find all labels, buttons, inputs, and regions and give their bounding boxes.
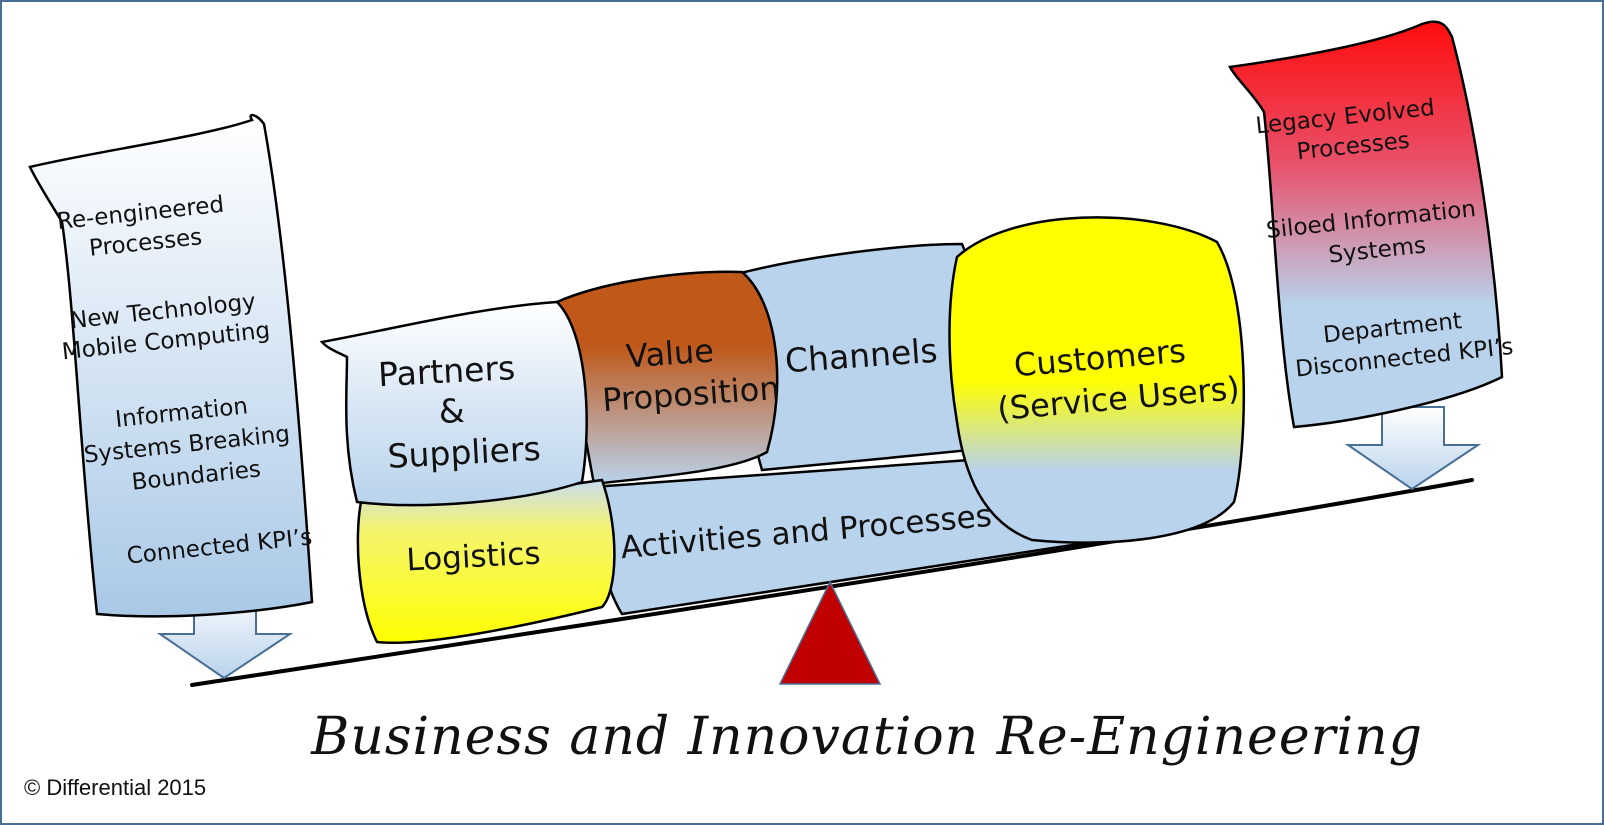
partners-suppliers-block: [319, 300, 588, 507]
right-box: [1228, 20, 1504, 429]
customers-block: [948, 216, 1246, 544]
seesaw-plank: [190, 478, 1474, 687]
left-box: [28, 113, 314, 618]
partners-suppliers-label: Partners & Suppliers: [377, 347, 542, 476]
fulcrum-triangle: [778, 580, 882, 685]
right-down-arrow-icon: [1344, 406, 1482, 491]
diagram-title: Business and Innovation Re-Engineering: [310, 707, 1423, 767]
logistics-label: Logistics: [406, 536, 542, 579]
copyright-text: © Differential 2015: [24, 775, 206, 800]
